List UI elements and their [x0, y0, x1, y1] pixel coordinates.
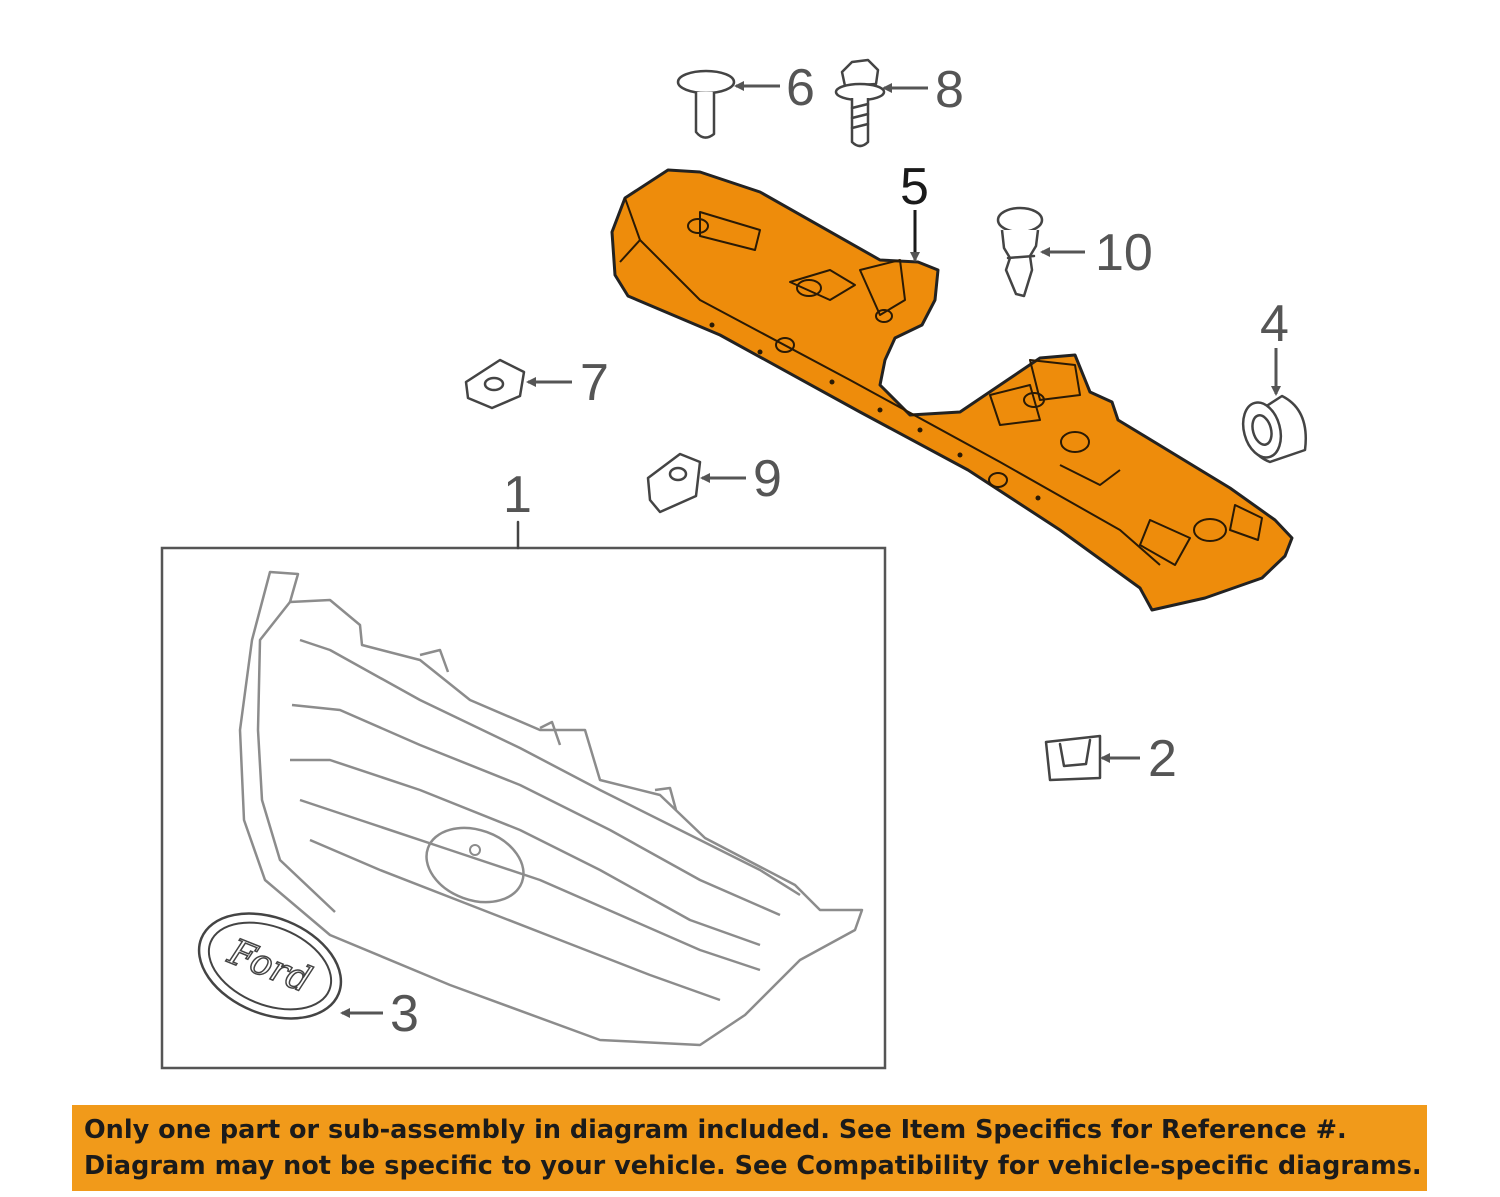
callout-4: 4 — [1260, 295, 1289, 353]
nut-part-7 — [464, 358, 526, 410]
callout-8: 8 — [935, 61, 964, 119]
highlighted-part-5 — [610, 168, 1294, 612]
callout-9: 9 — [753, 450, 782, 508]
grommet-part-4 — [1241, 394, 1307, 464]
callout-6: 6 — [786, 59, 815, 117]
ford-emblem-part-3: Ford — [197, 912, 343, 1020]
callout-2: 2 — [1148, 730, 1177, 788]
leader-arrows — [340, 81, 1281, 1018]
disclaimer-line-2: Diagram may not be specific to your vehi… — [84, 1151, 1422, 1181]
grille-part-1 — [238, 570, 864, 1047]
callout-1: 1 — [503, 466, 532, 524]
rivet-part-6 — [676, 69, 736, 139]
disclaimer-line-1: Only one part or sub-assembly in diagram… — [84, 1115, 1347, 1145]
clip-part-2 — [1044, 734, 1102, 782]
bolt-part-8 — [834, 58, 886, 148]
callout-10: 10 — [1095, 224, 1153, 282]
callout-3: 3 — [390, 985, 419, 1043]
disclaimer-banner: Only one part or sub-assembly in diagram… — [72, 1105, 1427, 1191]
nut-part-9 — [646, 452, 702, 514]
callout-5: 5 — [900, 158, 929, 216]
grille-frame-box — [160, 546, 887, 1070]
push-clip-part-10 — [996, 206, 1044, 298]
callout-7: 7 — [580, 354, 609, 412]
